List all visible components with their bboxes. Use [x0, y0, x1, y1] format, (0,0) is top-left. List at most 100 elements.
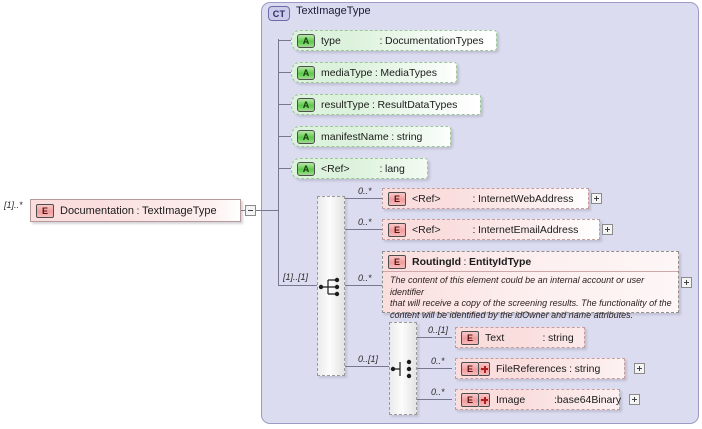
element-type: base64Binary: [556, 393, 622, 406]
element-routingid-header: E RoutingId : EntityIdType: [383, 252, 678, 272]
attribute-type: MediaTypes: [380, 66, 437, 79]
expand-toggle-image[interactable]: [629, 394, 640, 405]
element-name: Image: [496, 393, 526, 406]
element-icon: E: [388, 254, 406, 269]
connector-to-sequence: [278, 285, 317, 286]
complextype-title: TextImageType: [296, 5, 371, 17]
expand-toggle-ref-email[interactable]: [602, 224, 613, 235]
element-colon: :: [472, 223, 476, 236]
child-cardinality-1: 0..*: [358, 186, 372, 196]
element-documentation[interactable]: E Documentation : TextImageType: [30, 199, 241, 222]
sequence-icon: [318, 277, 340, 297]
connector-seq-4: [345, 366, 389, 367]
attribute-type: DocumentationTypes: [385, 34, 484, 47]
attribute-icon: A: [297, 33, 315, 48]
attribute-colon: :: [391, 130, 395, 143]
connector-root-panel: [256, 210, 278, 211]
element-name: RoutingId: [412, 255, 461, 268]
connector-attribute-2: [278, 72, 291, 73]
attribute-name: mediaType: [321, 66, 373, 79]
element-colon: :: [472, 192, 476, 205]
element-icon: E: [36, 203, 54, 218]
expand-toggle-routingid[interactable]: [681, 277, 692, 288]
inner-choice-cardinality: 0..[1]: [358, 354, 379, 364]
choice-cardinality-2: 0..*: [431, 356, 445, 366]
root-collapse-toggle[interactable]: [245, 205, 256, 216]
element-text[interactable]: E Text : string: [455, 327, 585, 348]
outer-sequence-cardinality: [1]..[1]: [283, 272, 309, 282]
element-type: InternetEmailAddress: [478, 223, 579, 236]
attribute-icon: A: [297, 129, 315, 144]
element-colon: :: [569, 362, 573, 375]
attribute-icon: A: [297, 65, 315, 80]
connector-trunk-lower: [278, 210, 279, 285]
connector-seq-1: [345, 198, 382, 199]
connector-seq-3: [345, 285, 382, 286]
choice-cardinality-1: 0..[1]: [428, 325, 449, 335]
element-icon: E: [461, 361, 479, 376]
element-colon: :: [554, 393, 557, 406]
element-type: string: [548, 331, 574, 344]
attribute-icon: A: [297, 97, 315, 112]
connector-choice-3: [417, 399, 452, 400]
root-cardinality: [1]..*: [4, 200, 23, 210]
element-name: FileReferences: [496, 362, 567, 375]
connector-attribute-1: [278, 40, 291, 41]
element-has-children-icon: [479, 392, 490, 407]
element-colon: :: [136, 204, 140, 217]
element-icon: E: [388, 222, 406, 237]
attribute-type: ResultDataTypes: [377, 98, 458, 111]
element-name: Documentation: [60, 204, 134, 217]
choice-icon: [390, 359, 412, 379]
element-name: <Ref>: [412, 192, 441, 205]
attribute-name: manifestName: [321, 130, 389, 143]
element-has-children-icon: [479, 361, 490, 376]
attribute-icon: A: [297, 161, 315, 176]
connector-attribute-3: [278, 104, 291, 105]
element-routingid[interactable]: E RoutingId : EntityIdType The content o…: [382, 251, 679, 320]
expand-toggle-ref-web[interactable]: [591, 193, 602, 204]
element-name: Text: [485, 331, 505, 344]
complextype-badge-icon: CT: [268, 6, 290, 21]
expand-toggle-filereferences[interactable]: [634, 363, 645, 374]
choice-compositor[interactable]: [389, 322, 417, 415]
attribute-colon: :: [371, 98, 375, 111]
element-filereferences[interactable]: E FileReferences : string: [455, 358, 625, 379]
element-icon: E: [461, 392, 479, 407]
attribute-colon: :: [379, 34, 383, 47]
element-type: string: [574, 362, 601, 375]
attribute-ref[interactable]: A<Ref>:lang: [291, 158, 428, 179]
element-colon: :: [463, 255, 467, 268]
element-colon: :: [542, 331, 546, 344]
element-icon: E: [461, 330, 479, 345]
connector-choice-2: [417, 368, 452, 369]
element-ref-internetwebaddress[interactable]: E <Ref> : InternetWebAddress: [382, 188, 589, 209]
connector-root-toggle: [241, 210, 245, 211]
element-icon-group: E: [461, 392, 490, 407]
element-type: EntityIdType: [468, 255, 532, 268]
element-icon: E: [388, 191, 406, 206]
attribute-name: resultType: [321, 98, 370, 111]
attribute-colon: :: [379, 162, 383, 175]
element-type: InternetWebAddress: [478, 192, 574, 205]
connector-attribute-5: [278, 168, 291, 169]
child-cardinality-3: 0..*: [358, 273, 372, 283]
choice-cardinality-3: 0..*: [431, 387, 445, 397]
attribute-type: string: [396, 130, 423, 143]
element-name: <Ref>: [412, 223, 441, 236]
child-cardinality-2: 0..*: [358, 217, 372, 227]
attribute-name: <Ref>: [321, 162, 350, 175]
connector-choice-1: [417, 337, 452, 338]
element-image[interactable]: E Image : base64Binary: [455, 389, 622, 410]
element-ref-internetemailaddress[interactable]: E <Ref> : InternetEmailAddress: [382, 219, 600, 240]
element-documentation-text: The content of this element could be an …: [390, 275, 672, 320]
connector-attribute-4: [278, 136, 291, 137]
sequence-compositor[interactable]: [317, 196, 345, 376]
element-type: TextImageType: [142, 204, 217, 217]
attribute-colon: :: [374, 66, 378, 79]
